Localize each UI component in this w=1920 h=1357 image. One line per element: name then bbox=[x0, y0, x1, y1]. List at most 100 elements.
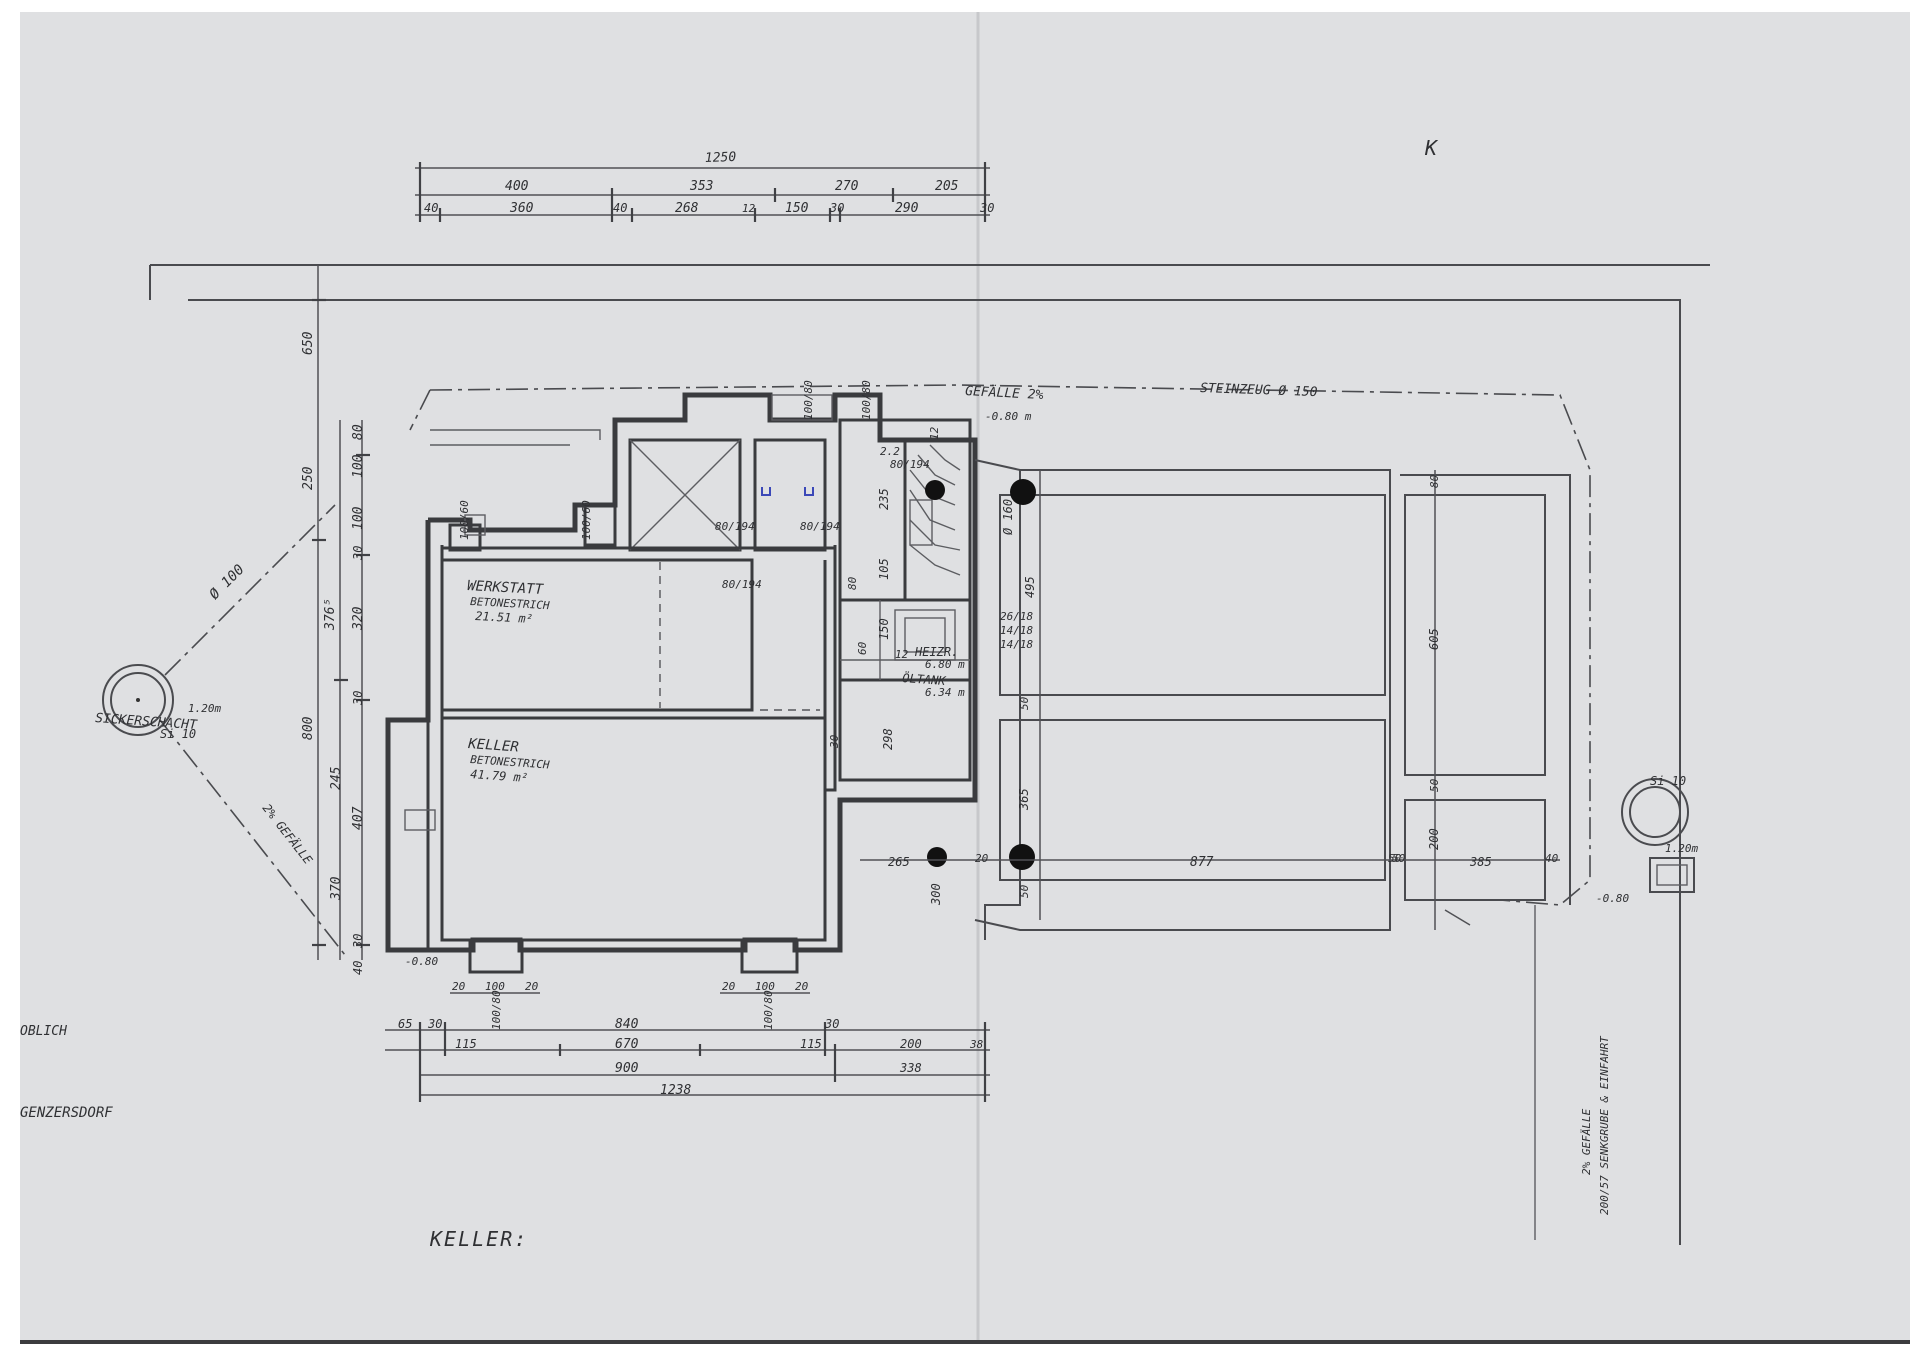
room-keller-name: KELLER bbox=[467, 736, 520, 756]
dim-int-14: 298 bbox=[881, 728, 895, 750]
dim-int-15: 80 bbox=[846, 576, 859, 590]
dim-top-total: 1250 bbox=[705, 150, 737, 166]
dim-left-320: 320 bbox=[351, 606, 366, 631]
room-werkstatt-finish: BETONESTRICH bbox=[470, 595, 550, 612]
dim-int-26: 50 bbox=[1018, 884, 1031, 898]
dim-top-r2-4: 12 bbox=[742, 202, 756, 215]
dim-win-2: 100 bbox=[485, 980, 505, 993]
corner-mark: K bbox=[1424, 136, 1439, 160]
dim-bottom-30a: 30 bbox=[427, 1017, 442, 1031]
blue-markers bbox=[761, 487, 814, 496]
dim-int-16: Ø 160 bbox=[1001, 499, 1015, 535]
dim-int-33: 605 bbox=[1427, 628, 1441, 650]
dim-top-b: 353 bbox=[689, 179, 713, 194]
property-boundary bbox=[149, 264, 1710, 1245]
dim-int-19: 14/18 bbox=[1000, 624, 1033, 637]
shaft-left-depth: 1.20m bbox=[188, 702, 221, 715]
dim-top-r2-8: 30 bbox=[979, 201, 994, 215]
dim-top-r2-2: 40 bbox=[613, 201, 627, 215]
annotations: 1250 400 353 270 205 40 360 40 268 12 15… bbox=[20, 136, 1698, 1251]
dim-bottom-338: 338 bbox=[899, 1061, 922, 1075]
dim-int-7: 80/194 bbox=[890, 458, 930, 471]
light-wells bbox=[468, 938, 799, 974]
level-right: -0.80 bbox=[1596, 892, 1629, 905]
level-left: -0.80 bbox=[405, 955, 438, 968]
dim-int-17: 495 bbox=[1023, 576, 1037, 598]
dim-bottom-200: 200 bbox=[900, 1037, 922, 1051]
dim-int-28: 877 bbox=[1190, 855, 1214, 870]
shaft-right-size: Si 10 bbox=[1650, 774, 1686, 788]
right-note-2: 200/57 SENKGRUBE & EINFAHRT bbox=[1598, 1035, 1611, 1215]
dim-bottom-38: 38 bbox=[969, 1038, 984, 1051]
dim-int-12: 12 bbox=[895, 648, 909, 661]
dim-int-5: 80/194 bbox=[800, 520, 840, 533]
dim-win-8: 100/80 bbox=[762, 990, 775, 1030]
column-marker bbox=[1009, 844, 1035, 870]
room-heizraum-name: HEIZR. bbox=[914, 645, 958, 659]
dim-left-376: 376⁵ bbox=[323, 599, 338, 631]
slope-label: GEFÄLLE 2% bbox=[965, 383, 1044, 403]
dim-int-18: 26/18 bbox=[1000, 610, 1033, 623]
dim-win-5: 100 bbox=[755, 980, 775, 993]
dim-int-10: 150 bbox=[877, 618, 891, 640]
dim-left-100a: 100 bbox=[351, 454, 366, 478]
shaft-right-depth: 1.20m bbox=[1665, 842, 1698, 855]
dim-int-25: 50 bbox=[1018, 696, 1031, 710]
column-marker bbox=[927, 847, 947, 867]
dim-win-3: 20 bbox=[525, 980, 539, 993]
dim-win-4: 20 bbox=[722, 980, 736, 993]
dim-left-650: 650 bbox=[301, 331, 316, 355]
dim-top-a: 400 bbox=[505, 179, 529, 194]
dim-top-r2-1: 360 bbox=[509, 201, 534, 216]
dim-int-27: 50 bbox=[1388, 852, 1402, 865]
dim-int-31: 40 bbox=[1545, 852, 1559, 865]
level-top: -0.80 m bbox=[985, 410, 1032, 423]
drainage-pipe bbox=[159, 384, 1591, 1240]
dim-int-32: 200 bbox=[1427, 828, 1441, 850]
seepage-shaft-right bbox=[1621, 778, 1695, 893]
dim-int-23: 300 bbox=[929, 883, 943, 906]
dim-bottom-115b: 115 bbox=[800, 1037, 822, 1051]
room-oeltank-name: ÖLTANK bbox=[902, 669, 947, 688]
dim-int-8: 235 bbox=[877, 488, 891, 510]
dim-int-24: 365 bbox=[1017, 788, 1031, 811]
dim-left-245: 245 bbox=[329, 766, 344, 790]
dim-int-21: 265 bbox=[888, 855, 910, 869]
room-werkstatt-area: 21.51 m² bbox=[475, 609, 533, 626]
dim-left-30b: 30 bbox=[351, 691, 365, 706]
dim-left-80: 80 bbox=[351, 424, 366, 440]
shaft-left-label: SICKERSCHACHT bbox=[95, 711, 199, 733]
dim-left-40: 40 bbox=[351, 961, 365, 975]
dim-bottom-total: 1238 bbox=[660, 1083, 691, 1098]
dim-int-1: 100/80 bbox=[802, 380, 815, 420]
dim-int-36: 12 bbox=[928, 426, 941, 440]
dim-top-r2-6: 30 bbox=[829, 201, 844, 215]
dim-left-100b: 100 bbox=[351, 506, 366, 530]
drawing-title: KELLER: bbox=[429, 1227, 528, 1251]
dim-int-35: 50 bbox=[1428, 778, 1441, 792]
dim-win-7: 100/80 bbox=[490, 990, 503, 1030]
margin-text-2: GENZERSDORF bbox=[20, 1105, 113, 1121]
column-marker bbox=[1010, 479, 1036, 505]
dim-int-2: 100/60 bbox=[580, 500, 593, 540]
dim-int-34: 80 bbox=[1428, 474, 1441, 488]
dim-bottom-900: 900 bbox=[615, 1061, 639, 1076]
dim-left-407: 407 bbox=[351, 806, 366, 830]
dim-top-r2-0: 40 bbox=[424, 201, 438, 215]
dim-left-800: 800 bbox=[301, 716, 316, 740]
dim-left-30a: 30 bbox=[351, 546, 365, 561]
dim-top-r2-7: 290 bbox=[895, 201, 919, 216]
dim-left-250: 250 bbox=[301, 466, 316, 490]
dim-int-9: 105 bbox=[877, 558, 891, 580]
dim-bottom-30b: 30 bbox=[824, 1017, 839, 1031]
dim-win-1: 20 bbox=[452, 980, 466, 993]
dim-int-3: 100/80 bbox=[860, 380, 873, 420]
shaft-left-size: Si 10 bbox=[160, 727, 196, 741]
room-werkstatt-name: WERKSTATT bbox=[467, 578, 545, 598]
pipe-label: STEINZEUG Ø 150 bbox=[1200, 381, 1318, 400]
dim-int-11: 60 bbox=[856, 641, 869, 655]
dim-left-30c: 30 bbox=[351, 934, 365, 949]
seepage-shaft-left bbox=[102, 664, 174, 736]
dim-bottom-670: 670 bbox=[615, 1037, 639, 1052]
